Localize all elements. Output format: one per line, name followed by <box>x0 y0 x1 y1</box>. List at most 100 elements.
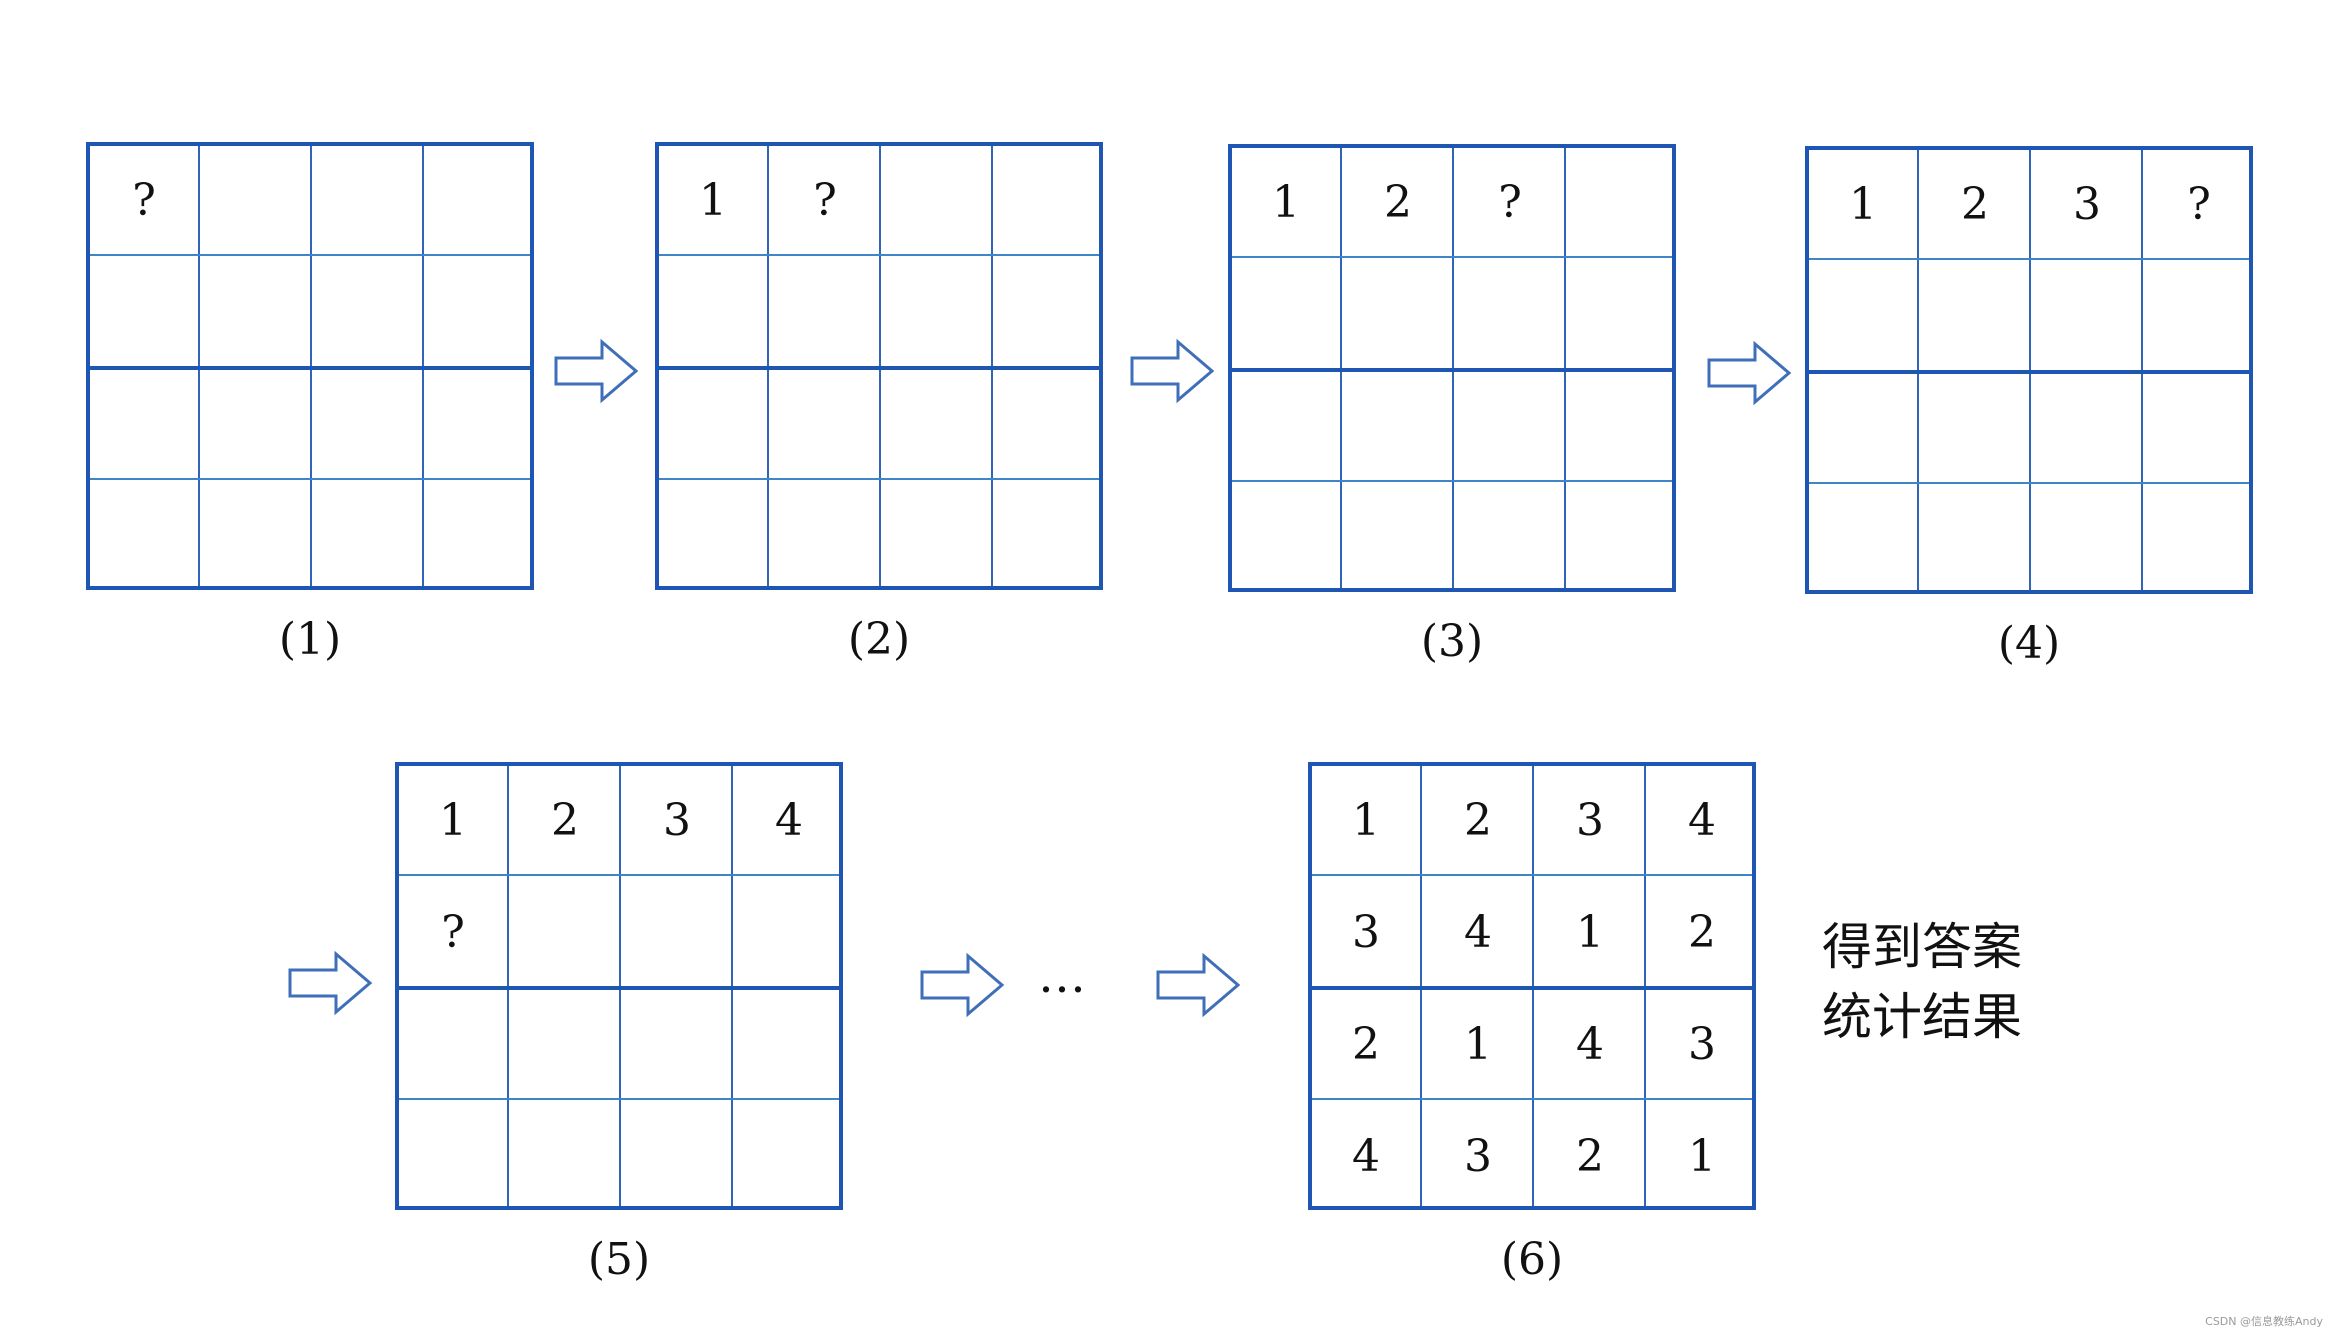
grid-cell <box>2031 372 2143 484</box>
grid-cell: 4 <box>1688 794 1716 846</box>
grid-cell <box>733 1100 845 1212</box>
grid-cell: ? <box>132 174 156 226</box>
grid-cell: 4 <box>775 794 803 846</box>
grid-horizontal-line <box>1232 256 1672 258</box>
panel-caption-2: (2) <box>847 614 911 665</box>
grid-cell <box>312 368 424 480</box>
grid-cell <box>200 480 312 592</box>
grid-cell <box>733 876 845 988</box>
grid-cell <box>993 144 1105 256</box>
grid-cell: 1 <box>1849 178 1877 230</box>
grid-horizontal-line <box>90 478 530 480</box>
grid-cell <box>200 144 312 256</box>
grid-cell <box>1807 372 1919 484</box>
grid-cell <box>1342 258 1454 370</box>
grid-cell <box>1454 370 1566 482</box>
grid-horizontal-line <box>1809 258 2249 260</box>
grid-cell <box>993 480 1105 592</box>
grid-horizontal-line <box>90 254 530 256</box>
hollow-right-arrow-icon <box>288 950 373 1016</box>
grid-horizontal-line <box>659 478 1099 480</box>
grid-cell <box>509 1100 621 1212</box>
grid-cell <box>200 368 312 480</box>
grid-cell: 1 <box>1688 1130 1716 1182</box>
grid-cell <box>424 368 536 480</box>
result-note: 得到答案 统计结果 <box>1822 912 2022 1052</box>
grid-cell: 4 <box>1464 906 1492 958</box>
hollow-right-arrow-icon <box>920 952 1005 1018</box>
grid-cell <box>424 480 536 592</box>
grid-block-divider <box>399 986 839 990</box>
grid-cell <box>881 480 993 592</box>
grid-cell <box>1566 258 1678 370</box>
panel-caption-1: (1) <box>278 614 342 665</box>
grid-cell: 2 <box>1384 176 1412 228</box>
grid-cell <box>769 368 881 480</box>
grid-cell: 2 <box>1352 1018 1380 1070</box>
grid-block-divider <box>90 366 530 370</box>
grid-cell <box>88 256 200 368</box>
grid-cell <box>88 368 200 480</box>
grid-cell <box>397 988 509 1100</box>
grid-panel-2: 1? <box>655 142 1103 590</box>
grid-cell: 2 <box>1961 178 1989 230</box>
panel-caption-3: (3) <box>1420 616 1484 667</box>
grid-horizontal-line <box>659 254 1099 256</box>
grid-cell: 2 <box>1464 794 1492 846</box>
grid-block-divider <box>1232 368 1672 372</box>
grid-cell <box>312 144 424 256</box>
grid-horizontal-line <box>1312 874 1752 876</box>
grid-cell: 1 <box>699 174 727 226</box>
grid-cell <box>2143 372 2255 484</box>
grid-horizontal-line <box>1232 480 1672 482</box>
grid-cell <box>1230 258 1342 370</box>
grid-block-divider <box>659 366 1099 370</box>
grid-cell <box>733 988 845 1100</box>
grid-cell <box>621 876 733 988</box>
grid-cell <box>1230 482 1342 594</box>
grid-cell <box>1566 146 1678 258</box>
grid-cell <box>2031 484 2143 596</box>
grid-cell <box>1566 370 1678 482</box>
grid-cell: ? <box>441 906 465 958</box>
grid-cell: 1 <box>1464 1018 1492 1070</box>
grid-cell: 3 <box>1688 1018 1716 1070</box>
hollow-right-arrow-icon <box>1707 340 1792 406</box>
grid-cell <box>2031 260 2143 372</box>
watermark: CSDN @信息教练Andy <box>2205 1315 2323 1328</box>
grid-horizontal-line <box>1809 482 2249 484</box>
grid-cell: 3 <box>663 794 691 846</box>
grid-cell <box>1342 370 1454 482</box>
grid-horizontal-line <box>1312 1098 1752 1100</box>
hollow-right-arrow-icon <box>554 338 639 404</box>
panel-caption-4: (4) <box>1997 618 2061 669</box>
hollow-right-arrow-icon <box>1130 338 1215 404</box>
grid-cell: 3 <box>1576 794 1604 846</box>
grid-cell <box>509 988 621 1100</box>
grid-cell <box>993 368 1105 480</box>
grid-cell <box>657 256 769 368</box>
grid-cell <box>397 1100 509 1212</box>
grid-cell <box>1807 260 1919 372</box>
panel-caption-6: (6) <box>1500 1234 1564 1285</box>
grid-cell <box>200 256 312 368</box>
grid-cell <box>1230 370 1342 482</box>
grid-cell: ? <box>2187 178 2211 230</box>
grid-block-divider <box>1809 370 2249 374</box>
grid-cell <box>881 256 993 368</box>
grid-cell: 2 <box>1576 1130 1604 1182</box>
hollow-right-arrow-icon <box>1156 952 1241 1018</box>
grid-cell <box>621 988 733 1100</box>
grid-cell <box>88 480 200 592</box>
grid-cell: 3 <box>2073 178 2101 230</box>
grid-cell <box>769 256 881 368</box>
grid-horizontal-line <box>399 1098 839 1100</box>
grid-cell <box>621 1100 733 1212</box>
grid-cell: ? <box>813 174 837 226</box>
grid-cell: 4 <box>1352 1130 1380 1182</box>
grid-cell: 4 <box>1576 1018 1604 1070</box>
grid-cell <box>2143 484 2255 596</box>
grid-cell <box>2143 260 2255 372</box>
